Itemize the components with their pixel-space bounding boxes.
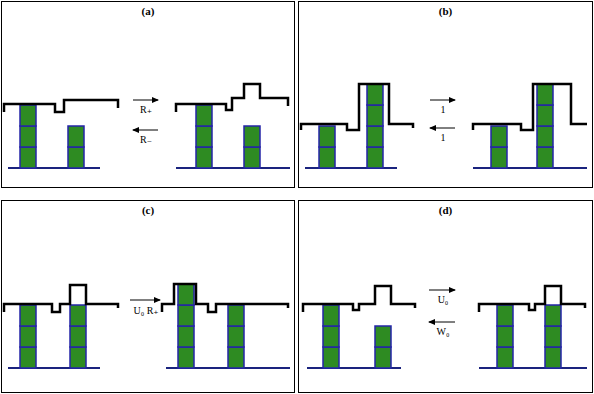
panel-box: (a) — [1, 1, 295, 188]
panel-title: (c) — [2, 204, 294, 216]
panel-title: (a) — [2, 5, 294, 17]
rate-label: 1 — [441, 132, 446, 143]
panel-b-art — [301, 84, 587, 168]
rate-label: 1 — [441, 104, 446, 115]
rate-label: U₀ — [438, 294, 449, 305]
panel-title: (b) — [299, 5, 592, 17]
rate-label: R₋ — [140, 134, 152, 145]
panel-box: (b) — [298, 1, 593, 188]
panel-d-art — [303, 286, 587, 368]
rate-label: W₀ — [437, 326, 450, 337]
panel-title: (d) — [299, 204, 592, 216]
rate-label: R₊ — [140, 104, 152, 115]
panel-a-art — [4, 84, 290, 168]
panel-box: (c) — [1, 200, 295, 393]
rate-label: U₀ R₊ — [133, 305, 158, 316]
panel-c-art — [4, 284, 290, 368]
